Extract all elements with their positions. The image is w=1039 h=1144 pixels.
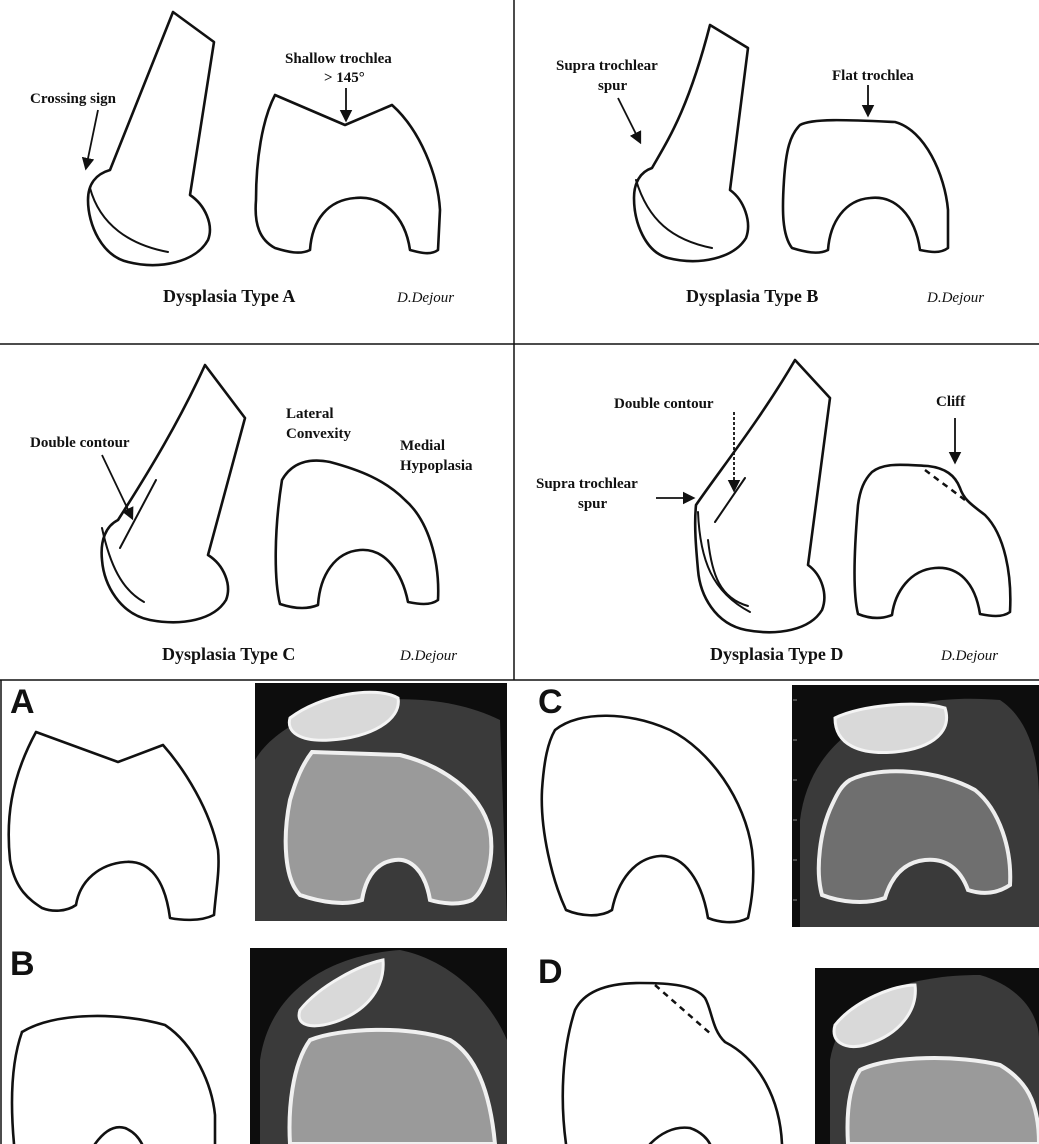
label-medial: Medial [400, 438, 445, 454]
ct-panel-c: C [538, 683, 1039, 927]
spur-line [635, 179, 713, 249]
arrow-spur [617, 97, 642, 145]
trochlea-outline [540, 714, 755, 924]
trochlea-outline [20, 1014, 217, 1144]
label-cliff: Cliff [936, 394, 966, 410]
trochlea-outline-left [10, 1030, 24, 1144]
label-double-contour: Double contour [614, 396, 714, 412]
panel-type-d: Double contour Cliff Supra trochlear spu… [536, 358, 1012, 664]
label-spur: spur [598, 78, 628, 94]
panel-author: D.Dejour [399, 648, 457, 664]
label-shallow-trochlea: Shallow trochlea [285, 51, 392, 67]
trochlea-notch [93, 1125, 144, 1144]
double-contour-inner-1 [707, 539, 749, 607]
label-spur: spur [578, 496, 608, 512]
ct-ticks [793, 699, 797, 901]
double-contour-inner-2 [714, 477, 746, 523]
panel-type-a: Crossing sign Shallow trochlea > 145° Dy… [30, 10, 454, 306]
axial-femur-outline [274, 459, 440, 610]
label-flat-trochlea: Flat trochlea [832, 68, 914, 84]
panel-title: Dysplasia Type C [162, 644, 295, 664]
label-convexity: Convexity [286, 426, 351, 442]
trochlea-notch [648, 1126, 712, 1144]
femur-lateral-outline [100, 363, 247, 624]
arrow-double-contour [101, 454, 134, 521]
panel-type-b: Supra trochlear spur Flat trochlea Dyspl… [556, 23, 984, 306]
label-double-contour: Double contour [30, 435, 130, 451]
label-supra-trochlear: Supra trochlear [536, 476, 638, 492]
panel-letter: D [538, 953, 563, 991]
double-contour-outer [101, 527, 145, 603]
axial-femur-outline [254, 93, 442, 255]
panel-title: Dysplasia Type B [686, 286, 818, 306]
femur-lateral-outline [632, 23, 750, 263]
cliff-dash [654, 984, 713, 1036]
panel-letter: A [10, 683, 35, 721]
label-hypoplasia: Hypoplasia [400, 458, 473, 474]
panel-title: Dysplasia Type D [710, 644, 843, 664]
panel-type-c: Double contour Lateral Convexity Medial … [30, 363, 473, 664]
double-contour-inner [119, 479, 157, 549]
panel-letter: C [538, 683, 563, 721]
crossing-line [89, 187, 169, 253]
ct-image [255, 683, 507, 921]
label-lateral: Lateral [286, 406, 333, 422]
femur-lateral-outline [693, 358, 832, 634]
label-crossing-sign: Crossing sign [30, 91, 117, 107]
ct-image [815, 968, 1039, 1144]
ct-panel-a: A [7, 683, 507, 922]
ct-panel-d: D [538, 953, 1039, 1144]
axial-femur-outline [781, 118, 950, 254]
panel-author: D.Dejour [396, 290, 454, 306]
trochlea-outline [7, 730, 220, 922]
femur-lateral-outline [86, 10, 216, 267]
ct-image [792, 685, 1039, 927]
panel-author: D.Dejour [926, 290, 984, 306]
ct-panel-b: B [10, 945, 507, 1144]
arrow-crossing-sign [81, 109, 99, 171]
ct-image [250, 948, 507, 1144]
cliff-dash [924, 469, 966, 501]
panel-title: Dysplasia Type A [163, 286, 295, 306]
axial-femur-outline [853, 463, 1012, 620]
trochlea-outline [561, 981, 784, 1144]
label-supra-trochlear: Supra trochlear [556, 58, 658, 74]
double-contour-outer [697, 511, 751, 613]
label-angle: > 145° [324, 70, 365, 86]
panel-author: D.Dejour [940, 648, 998, 664]
panel-letter: B [10, 945, 35, 983]
